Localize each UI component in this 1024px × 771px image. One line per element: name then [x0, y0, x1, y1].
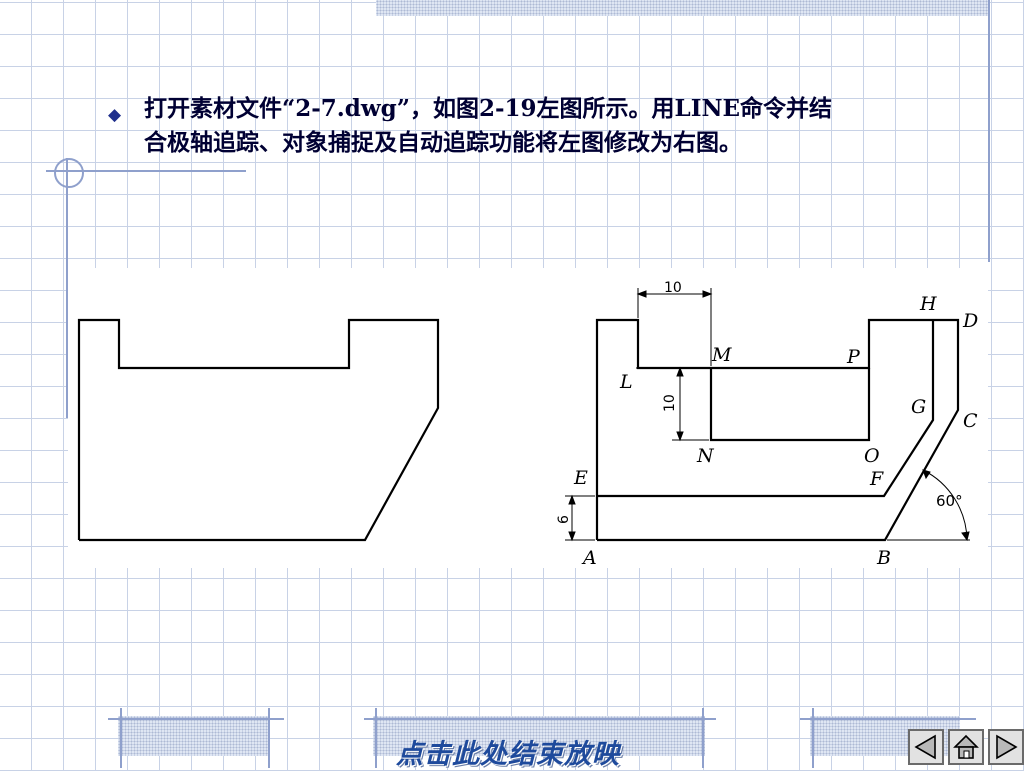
instruction-text: 打开素材文件“2-7.dwg”，如图2-19左图所示。用LINE命令并结 合极轴…: [144, 92, 968, 160]
point-label-b: B: [876, 547, 891, 569]
footer-tick-1: [120, 708, 122, 768]
point-label-l: L: [619, 371, 633, 393]
next-slide-button[interactable]: [988, 729, 1024, 765]
right-drawing-outline: [595, 318, 960, 542]
footer-rule-center: [364, 718, 716, 720]
figure-backdrop: [68, 268, 988, 568]
footer-tick-4: [702, 708, 704, 768]
point-label-f: F: [869, 468, 884, 490]
dimension-top: [636, 288, 713, 366]
triangle-right-icon: [996, 734, 1018, 760]
left-accent-line: [66, 158, 68, 418]
point-label-n: N: [696, 445, 715, 467]
instruction-line-1: 打开素材文件“2-7.dwg”，如图2-19左图所示。用LINE命令并结: [144, 95, 833, 122]
point-label-c: C: [963, 410, 978, 432]
point-label-p: P: [846, 346, 861, 368]
crosshair-ornament-icon: [54, 158, 84, 188]
point-label-g: G: [911, 396, 926, 418]
diamond-bullet-icon: ◆: [108, 105, 122, 125]
left-accent-rule: [46, 170, 246, 172]
dimension-top-label: 10: [664, 280, 682, 296]
right-drawing-inner-rect: [709, 368, 871, 442]
home-icon: [953, 734, 979, 759]
footer-tick-3: [375, 708, 377, 768]
triangle-left-icon: [914, 734, 936, 760]
dimension-left: [636, 366, 709, 442]
top-hatch-band: [376, 0, 988, 16]
footer-hatch-center: [373, 716, 705, 756]
dimension-bottom-left: [565, 494, 595, 542]
instruction-bullet: ◆ 打开素材文件“2-7.dwg”，如图2-19左图所示。用LINE命令并结 合…: [108, 92, 968, 160]
point-label-e: E: [573, 467, 588, 489]
left-drawing-outline: [77, 318, 440, 542]
point-label-m: M: [711, 344, 732, 366]
footer-rule-left: [108, 718, 284, 720]
point-label-d: D: [962, 310, 978, 332]
right-drawing-inner-contour: [597, 320, 935, 498]
footer-tick-5: [812, 708, 814, 768]
right-accent-line: [988, 0, 990, 262]
dimension-bottom-left-label: 6: [556, 515, 572, 524]
angle-dimension: [887, 469, 970, 542]
home-button[interactable]: [948, 729, 984, 765]
instruction-line-2: 合极轴追踪、对象捕捉及自动追踪功能将左图修改为右图。: [144, 129, 742, 156]
footer-hatch-left: [118, 716, 270, 756]
point-label-o: O: [864, 445, 880, 467]
point-label-h: H: [919, 293, 937, 315]
dimension-left-label: 10: [662, 394, 678, 412]
end-show-link[interactable]: 点击此处结束放映: [396, 739, 620, 770]
prev-slide-button[interactable]: [908, 729, 944, 765]
angle-label: 60°: [936, 492, 963, 510]
footer-tick-2: [268, 708, 270, 768]
footer-rule-right: [800, 718, 976, 720]
point-label-a: A: [581, 547, 597, 569]
